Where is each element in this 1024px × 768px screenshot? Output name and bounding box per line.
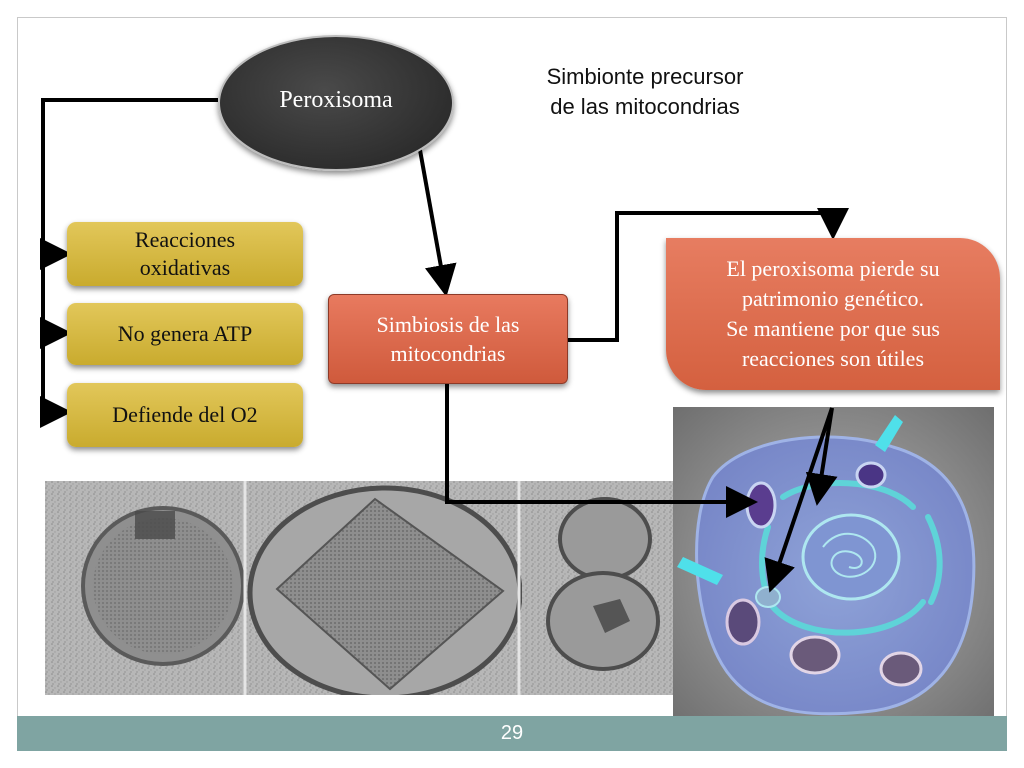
annotation-line-2: de las mitocondrias [550,94,740,119]
page-number: 29 [500,722,524,744]
pierde-line-3: Se mantiene por que sus [726,316,940,341]
micrograph-strip [45,481,685,695]
cell-image [673,407,994,727]
reacciones-oxidativas-box: Reacciones oxidativas [67,222,303,286]
pierde-line-4: reacciones son útiles [741,346,925,371]
defiende-label: Defiende del O2 [112,402,258,427]
no-genera-atp-box: No genera ATP [67,303,303,365]
micrograph-image [45,481,685,695]
pierde-line-2: patrimonio genético. [741,286,925,311]
no-atp-label: No genera ATP [117,321,253,346]
simbiosis-line-1: Simbiosis de las [376,312,520,337]
defiende-box: Defiende del O2 [67,383,303,447]
footer-bar: 29 [17,716,1007,751]
simbiosis-line-2: mitocondrias [390,341,506,366]
peroxisoma-node: Peroxisoma [218,35,454,171]
symbiont-annotation: Simbionte precursor de las mitocondrias [515,62,775,122]
cell-illustration [673,407,994,727]
annotation-line-1: Simbionte precursor [546,64,744,89]
peroxisoma-label: Peroxisoma [279,87,393,113]
pierde-line-1: El peroxisoma pierde su [726,256,940,281]
pierde-patrimonio-box: El peroxisoma pierde su patrimonio genét… [666,238,1000,390]
reacciones-line-1: Reacciones [134,227,236,252]
reacciones-line-2: oxidativas [139,255,231,280]
simbiosis-box: Simbiosis de las mitocondrias [328,294,568,384]
